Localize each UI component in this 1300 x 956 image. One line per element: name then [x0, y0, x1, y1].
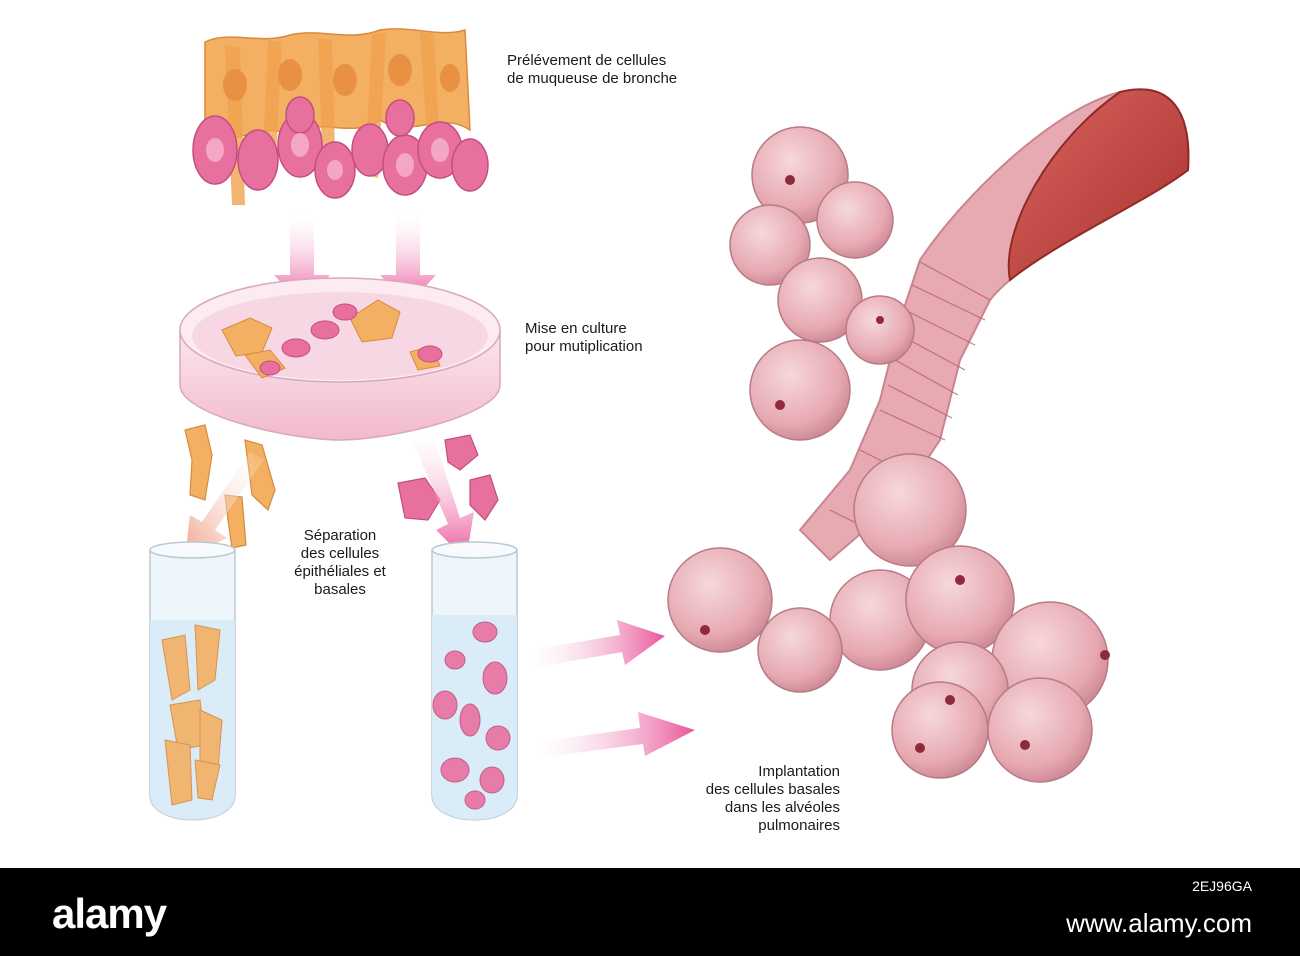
arrows-to-alveoli: [530, 620, 695, 758]
watermark-url: www.alamy.com: [1066, 908, 1252, 938]
test-tube-basal: [431, 541, 518, 821]
label-cell-sampling: Prélévement de cellules de muqueuse de b…: [507, 52, 678, 87]
watermark-logo: alamy: [52, 890, 167, 937]
bronchial-mucosa-tissue: [192, 28, 489, 205]
basal-cell-layer: [192, 96, 489, 199]
arrow-lower-right: [535, 712, 695, 758]
label-implantation: Implantation des cellules basales dans l…: [705, 763, 840, 834]
arrow-to-left-tube: [185, 452, 264, 558]
bronchus-and-alveoli: [667, 88, 1190, 783]
watermark-image-id: 2EJ96GA: [1192, 878, 1252, 894]
illustration-canvas: [149, 28, 1190, 821]
alveoli-cluster: [667, 126, 1109, 783]
falling-basal-cells: [397, 434, 499, 521]
arrow-upper-right: [530, 620, 665, 668]
falling-epithelial-cells: [184, 424, 276, 549]
watermark-footer: alamy 2EJ96GA www.alamy.com: [0, 868, 1300, 956]
arrow-to-right-tube: [412, 432, 474, 560]
petri-dish: [179, 277, 501, 441]
test-tube-epithelial: [149, 541, 236, 821]
label-separation: Séparation des cellules épithéliales et …: [294, 527, 386, 598]
label-culture: Mise en culture pour mutiplication: [525, 320, 643, 355]
